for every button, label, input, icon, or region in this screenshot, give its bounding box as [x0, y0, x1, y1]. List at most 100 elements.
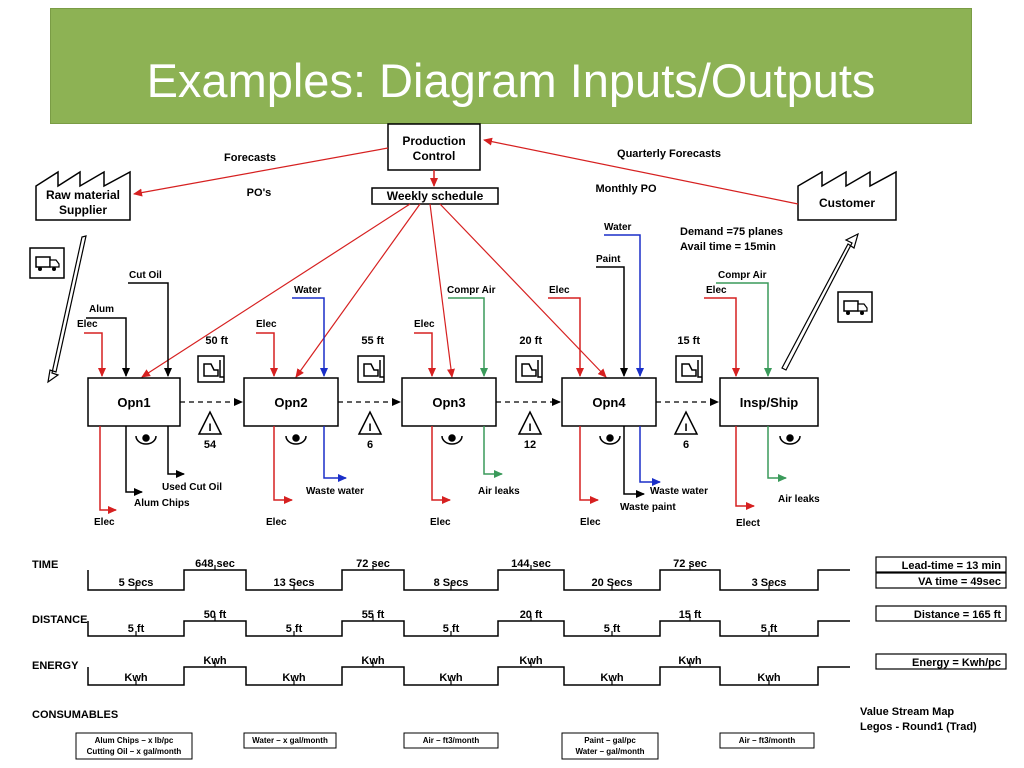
process-name: Opn2: [274, 395, 307, 410]
input-alum-arrow: [86, 317, 130, 377]
output-label: Alum Chips: [134, 498, 190, 509]
output-label: Elec: [266, 517, 287, 528]
input-label: Water: [604, 222, 632, 233]
timeline-summary-energy: Energy = Kwh/pc: [912, 657, 1001, 669]
forklift-icon: 50 ft: [197, 335, 228, 383]
timeline-value-high: 15 ft: [679, 609, 702, 621]
timeline-value-low: 5 ft: [443, 623, 460, 635]
input-compr-air-arrow: [448, 297, 488, 377]
timeline-value-low: 5 Secs: [119, 577, 154, 589]
inventory-triangle-icon: I 6: [357, 410, 383, 451]
input-label: Compr Air: [447, 285, 496, 296]
process-box-opn3: Opn3: [401, 377, 497, 427]
consumable-box: [719, 732, 815, 749]
forklift-icon: 15 ft: [675, 335, 703, 383]
consumable-box: [561, 732, 659, 760]
operator-icon: [441, 434, 463, 445]
inventory-triangle-icon: I 6: [673, 410, 699, 451]
input-label: Elec: [414, 319, 435, 330]
input-label: Compr Air: [718, 270, 767, 281]
output-air-leaks-arrow: [483, 426, 503, 478]
input-paint-arrow: [596, 266, 628, 377]
weekly-schedule-label: Weekly schedule: [387, 189, 484, 203]
timeline-value-high: 55 ft: [362, 609, 385, 621]
output-label: Elec: [430, 517, 451, 528]
schedule-line-opn3: [429, 203, 455, 378]
consumable-text: Air – ft3/month: [739, 736, 796, 745]
input-cut-oil-arrow: [128, 282, 172, 377]
timeline-value-low: Kwh: [439, 672, 463, 684]
output-label: Elec: [580, 517, 601, 528]
footer-line: Legos - Round1 (Trad): [860, 721, 977, 733]
customer-shipment-arrow: [781, 232, 859, 371]
customer-forecast-arrow: [483, 137, 799, 205]
output-waste-water-arrow: [323, 426, 347, 482]
operator-icon: [135, 434, 157, 445]
consumable-text: Alum Chips – x lb/pc: [95, 736, 174, 745]
consumable-text: Water – gal/month: [575, 747, 644, 756]
inventory-triangle-icon: I 54: [197, 410, 223, 451]
timeline-value-low: Kwh: [124, 672, 148, 684]
timeline-value-low: 8 Secs: [434, 577, 469, 589]
consumable-text: Cutting Oil – x gal/month: [87, 747, 182, 756]
schedule-line-opn2: [295, 203, 421, 378]
timeline-label-time: TIME: [32, 559, 58, 571]
output-waste-water-arrow: [639, 426, 661, 486]
inventory-quantity: 12: [524, 439, 536, 451]
output-label: Waste water: [306, 486, 364, 497]
inventory-quantity: 54: [204, 439, 217, 451]
available-time-label: Avail time = 15min: [680, 241, 776, 253]
timeline-value-low: Kwh: [600, 672, 624, 684]
input-elec-arrow: [414, 332, 436, 377]
output-elec-arrow: [431, 426, 451, 504]
pos-label: PO's: [247, 187, 272, 199]
input-label: Cut Oil: [129, 270, 162, 281]
truck-icon: [29, 247, 65, 279]
inventory-triangle-icon: I 12: [517, 410, 543, 451]
production-control-label: Control: [413, 149, 456, 163]
timeline-value-low: 13 Secs: [274, 577, 315, 589]
input-water-arrow: [604, 234, 644, 377]
timeline-summary-time: Lead-time = 13 min: [902, 560, 1002, 572]
inventory-quantity: 6: [683, 439, 689, 451]
timeline-value-low: Kwh: [282, 672, 306, 684]
process-name: Opn3: [432, 395, 465, 410]
timeline-value-high: Kwh: [361, 655, 385, 667]
output-label: Air leaks: [778, 494, 820, 505]
svg-text:I: I: [684, 422, 687, 434]
supplier-factory-icon: [35, 170, 131, 221]
timeline-value-high: Kwh: [678, 655, 702, 667]
input-label: Elec: [77, 319, 98, 330]
input-elec-arrow: [704, 297, 740, 377]
weekly-schedule-box: [371, 187, 499, 205]
input-label: Elec: [706, 285, 727, 296]
input-elec-arrow: [256, 332, 278, 377]
timeline-summary-distance: Distance = 165 ft: [914, 609, 1001, 621]
process-box-insp-ship: Insp/Ship: [719, 377, 819, 427]
output-label: Air leaks: [478, 486, 520, 497]
timeline-value-high: 50 ft: [204, 609, 227, 621]
output-alum-chips-arrow: [125, 426, 143, 496]
consumable-box: [243, 732, 337, 749]
timeline-summary-box: [875, 572, 1007, 589]
timeline-value-high: 20 ft: [520, 609, 543, 621]
timeline-label-energy: ENERGY: [32, 660, 79, 672]
transport-distance: 50 ft: [205, 335, 228, 347]
title-banner: Examples: Diagram Inputs/Outputs: [50, 8, 972, 124]
consumables-label: CONSUMABLES: [32, 709, 118, 721]
forecast-flow-arrow: [133, 147, 389, 197]
consumable-text: Air – ft3/month: [423, 736, 480, 745]
process-name: Opn4: [592, 395, 626, 410]
timeline-value-high: 648 sec: [195, 558, 235, 570]
timeline-value-high: 144 sec: [511, 558, 551, 570]
schedule-lines: [141, 203, 607, 378]
supplier-label: Raw material: [46, 188, 120, 202]
customer-label: Customer: [819, 196, 875, 210]
process-name: Opn1: [117, 395, 150, 410]
inventory-quantity: 6: [367, 439, 373, 451]
timeline-value-high: Kwh: [519, 655, 543, 667]
output-used-cut-oil-arrow: [167, 426, 185, 478]
forklift-icon: 20 ft: [515, 335, 543, 383]
output-air-leaks-arrow: [767, 426, 787, 482]
